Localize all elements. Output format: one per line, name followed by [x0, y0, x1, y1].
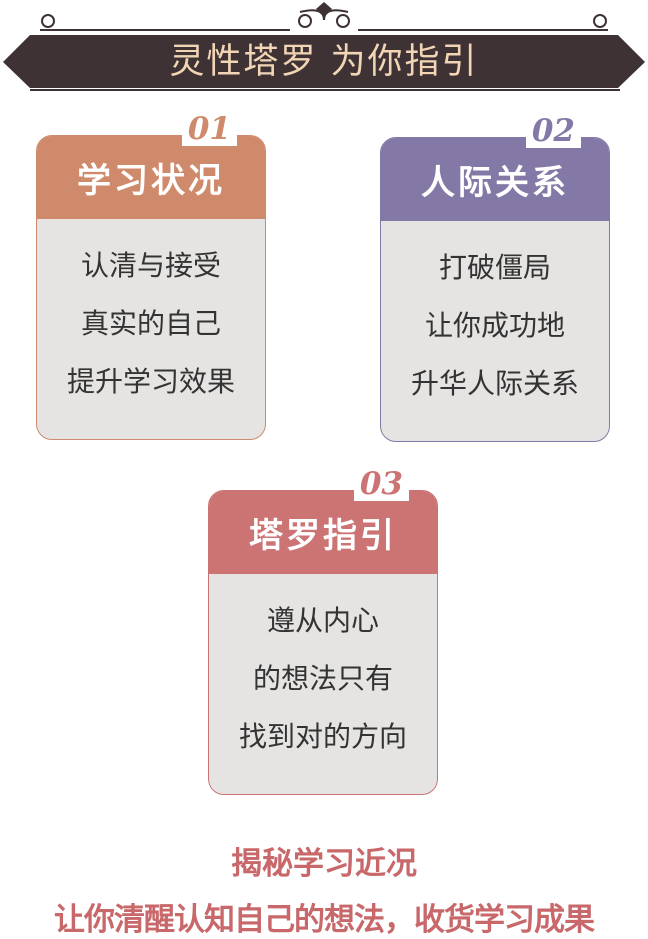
card-line: 升华人际关系 — [410, 367, 579, 400]
card-study: 学习状况 01 认清与接受 真实的自己 提升学习效果 — [36, 112, 266, 440]
card-header: 人际关系 — [381, 138, 609, 221]
card-header: 塔罗指引 — [209, 491, 437, 574]
card-tarot-guidance: 塔罗指引 03 遵从内心 的想法只有 找到对的方向 — [208, 467, 438, 795]
card-line: 提升学习效果 — [66, 365, 235, 398]
card-line: 的想法只有 — [252, 662, 393, 695]
banner-ornament — [3, 2, 645, 91]
card-relationships: 人际关系 02 打破僵局 让你成功地 升华人际关系 — [380, 114, 610, 442]
card-header: 学习状况 — [37, 136, 265, 219]
card-number: 01 — [181, 112, 237, 146]
card-line: 遵从内心 — [266, 604, 379, 637]
card-line: 认清与接受 — [80, 249, 221, 282]
card-line: 找到对的方向 — [238, 720, 407, 753]
card-number: 02 — [525, 114, 581, 148]
banner-title: 灵性塔罗 为你指引 — [169, 42, 479, 82]
footer-line-1: 揭秘学习近况 — [231, 846, 417, 882]
card-line: 打破僵局 — [438, 251, 551, 284]
card-number: 03 — [353, 467, 409, 501]
footer-line-2: 让你清醒认知自己的想法，收货学习成果 — [54, 902, 595, 938]
card-line: 让你成功地 — [424, 309, 565, 342]
card-line: 真实的自己 — [80, 307, 221, 340]
